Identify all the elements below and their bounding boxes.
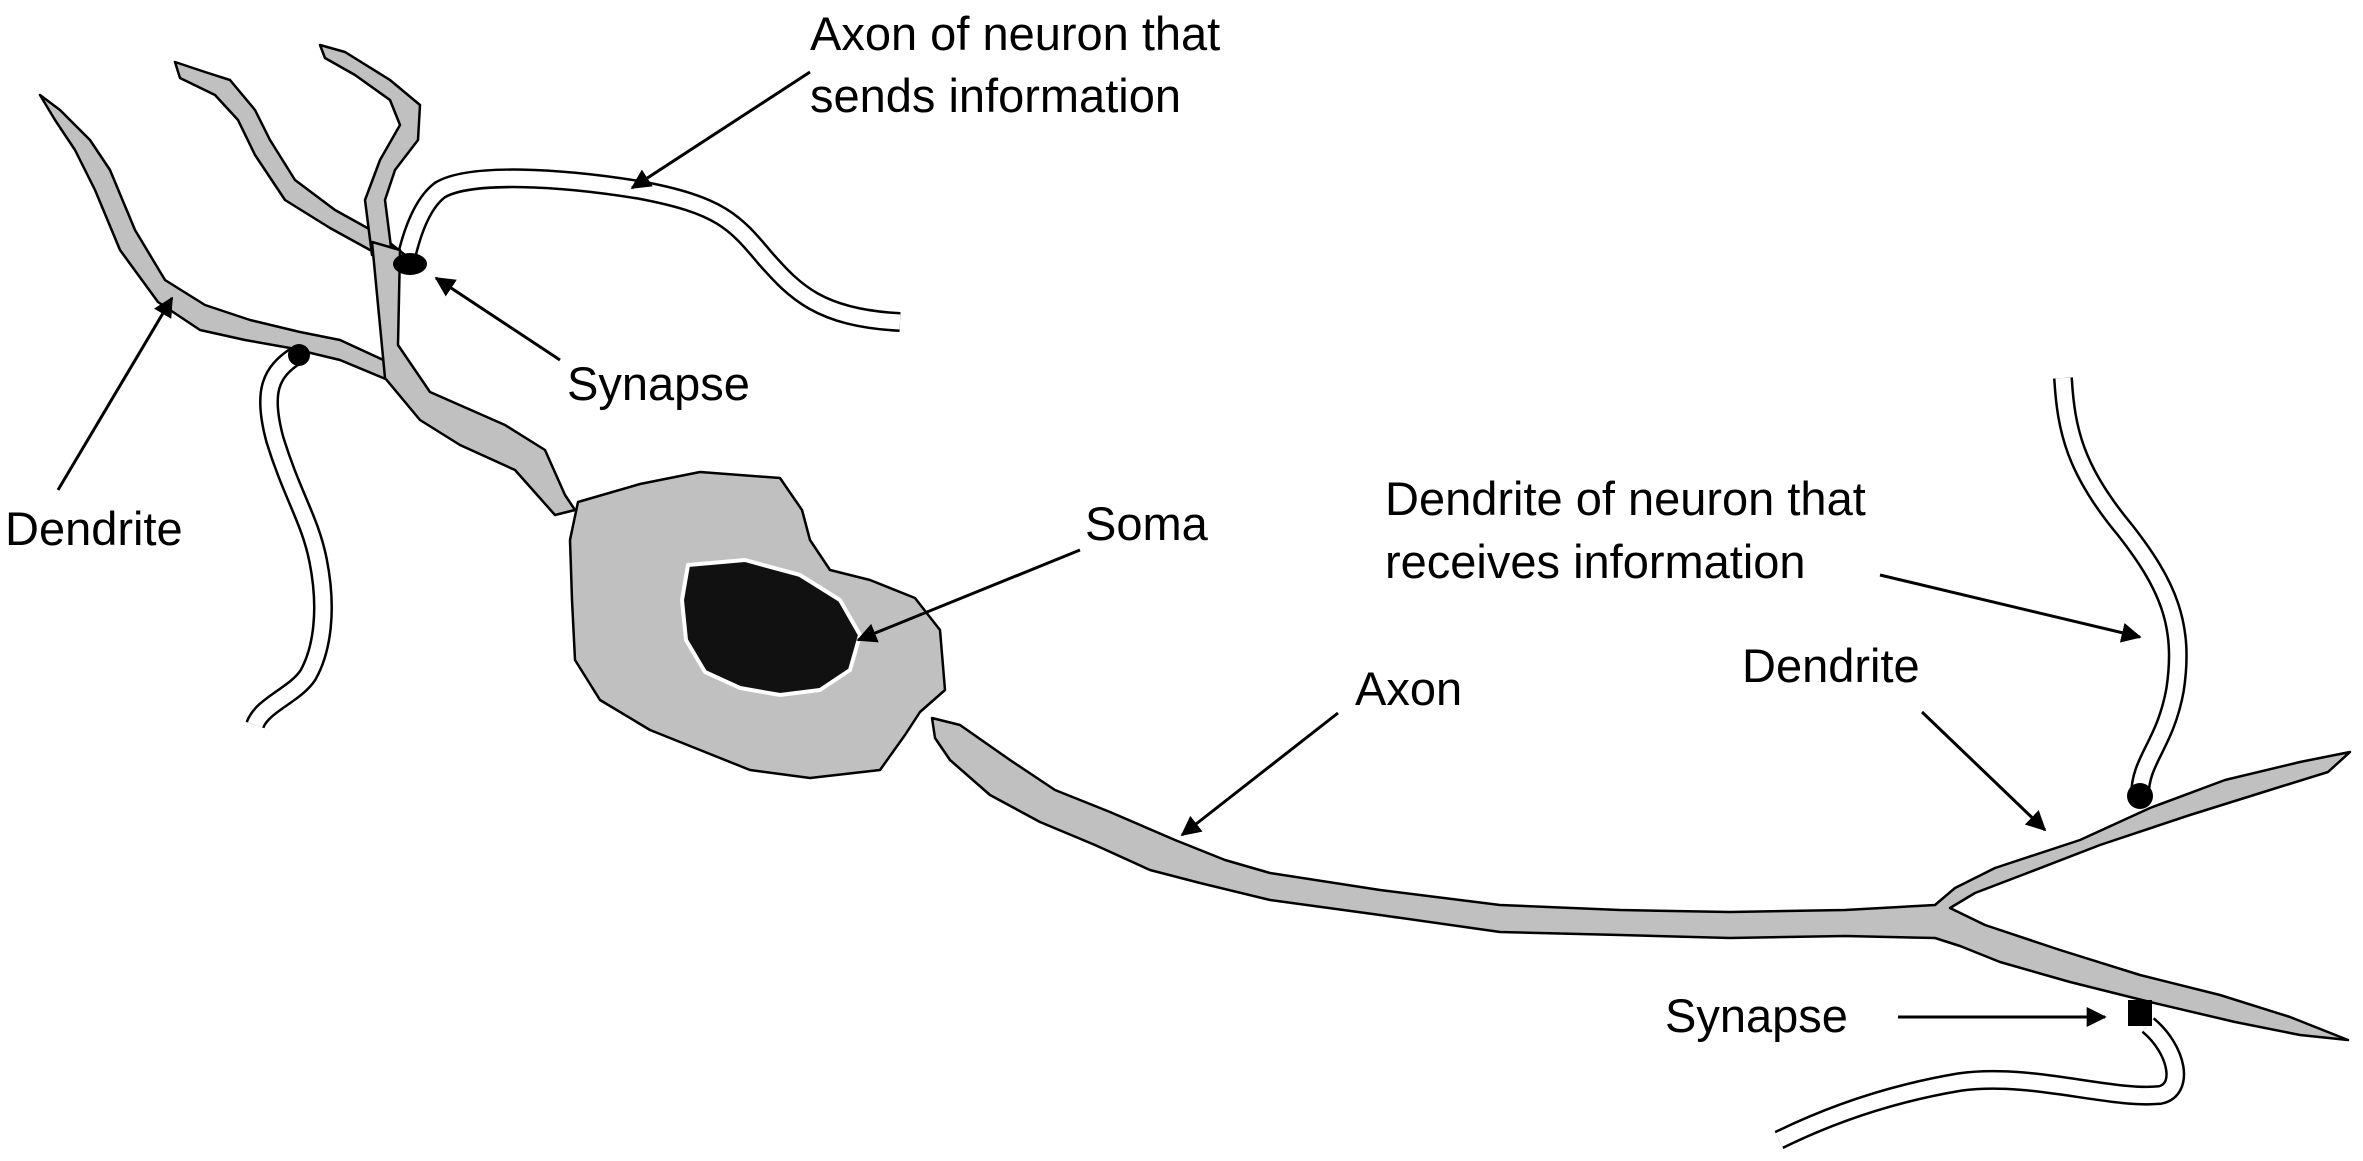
- label-axon-sending: Axon of neuron that sends information: [810, 7, 1233, 122]
- axon-left-lower: [245, 346, 333, 730]
- arrow-soma: [856, 548, 1081, 643]
- labels: Axon of neuron that sends information Sy…: [5, 7, 1920, 1042]
- synapse-knob-right-lower: [2128, 1000, 2152, 1026]
- neuron: [38, 43, 2352, 1042]
- arrow-synapse-top: [434, 276, 561, 362]
- arrows: [56, 70, 2142, 1027]
- axon: [930, 716, 2352, 1042]
- arrow-dendrite-left: [56, 296, 174, 491]
- synapse-knob-right-upper: [2127, 783, 2153, 809]
- label-dendrite-receiving: Dendrite of neuron that receives informa…: [1385, 472, 1879, 588]
- label-synapse-top: Synapse: [567, 357, 750, 410]
- arrow-axon-sending: [630, 70, 811, 190]
- label-axon: Axon: [1355, 662, 1462, 715]
- label-soma: Soma: [1085, 497, 1209, 550]
- arrow-axon: [1180, 711, 1339, 837]
- axon-bottom-right: [1774, 1017, 2186, 1149]
- synapse-knob-top: [393, 253, 427, 275]
- receiving-dendrite-right: [2053, 377, 2188, 796]
- label-synapse-bottom: Synapse: [1665, 989, 1848, 1042]
- nucleus: [679, 557, 863, 698]
- synapse-knobs: [288, 253, 2153, 1026]
- sending-axon-top: [395, 168, 901, 332]
- neighbor-neurons: [245, 168, 2188, 1149]
- arrow-dendrite-receiving: [1879, 573, 2142, 643]
- dendrite-trunk: [370, 240, 577, 517]
- label-dendrite-left: Dendrite: [5, 502, 183, 555]
- arrow-dendrite-right: [1920, 710, 2047, 832]
- synapse-knob-left: [288, 344, 310, 366]
- label-dendrite-right: Dendrite: [1742, 639, 1920, 692]
